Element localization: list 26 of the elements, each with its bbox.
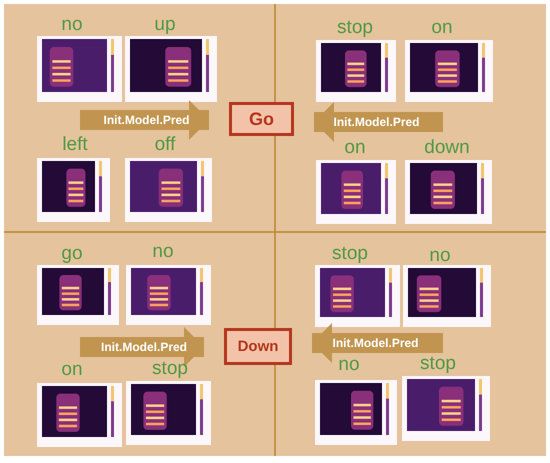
word-label: up xyxy=(154,15,176,35)
word-label: no xyxy=(152,242,174,262)
arrow xyxy=(314,102,443,142)
word-label: stop xyxy=(420,354,456,374)
word-label: on xyxy=(61,360,83,380)
arrow xyxy=(80,327,204,367)
edge-label: Init.Model.Pred xyxy=(101,340,187,354)
word-label: on xyxy=(344,138,366,158)
word-label: no xyxy=(338,355,360,375)
arrow xyxy=(80,100,209,140)
result-box: Down xyxy=(224,328,292,365)
word-label: off xyxy=(154,135,176,155)
arrow xyxy=(312,323,443,363)
edge-label: Init.Model.Pred xyxy=(332,336,418,350)
word-label: no xyxy=(429,246,451,266)
word-label: stop xyxy=(337,18,373,38)
word-label: no xyxy=(61,15,83,35)
result-box: Go xyxy=(229,102,294,136)
edge-label: Init.Model.Pred xyxy=(104,113,190,127)
word-label: stop xyxy=(332,244,368,264)
word-label: left xyxy=(62,135,88,155)
word-label: on xyxy=(431,18,453,38)
word-label: go xyxy=(61,244,83,264)
word-label: down xyxy=(424,138,470,158)
edge-label: Init.Model.Pred xyxy=(334,115,420,129)
word-label: stop xyxy=(152,359,188,379)
